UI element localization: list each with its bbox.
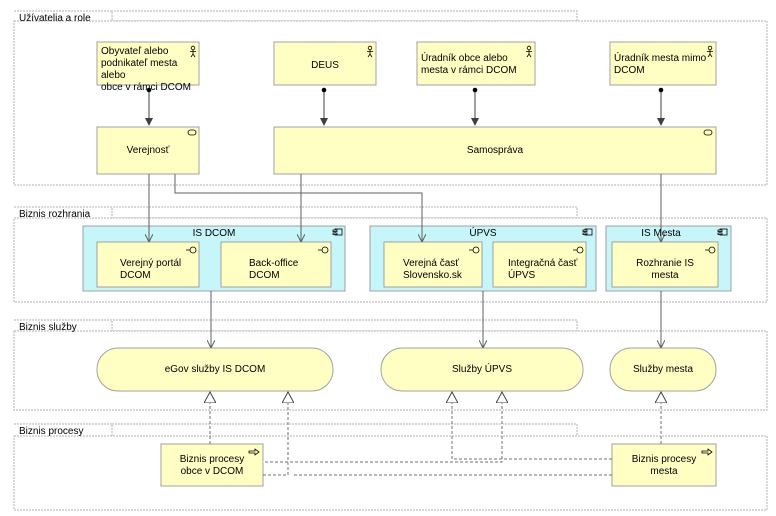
interface-city-label: Rozhranie IS mesta <box>636 258 694 281</box>
process-icon <box>248 448 713 456</box>
component-icon <box>332 228 728 236</box>
process-city-label: Biznis procesy mesta <box>631 454 697 477</box>
role-icon <box>187 129 713 136</box>
interface-city-box[interactable] <box>611 241 719 288</box>
actor-official-dcom-label: Úradník obce alebo mesta v rámci DCOM <box>421 53 517 76</box>
component-is-mesta-label: IS Mesta <box>641 228 681 239</box>
group-title-interfaces: Biznis rozhrania <box>19 209 91 220</box>
role-selfgov-box[interactable] <box>273 126 717 175</box>
service-egov-label: eGov služby IS DCOM <box>164 364 266 375</box>
actor-official-city-box[interactable] <box>609 41 717 86</box>
interface-back-office-label: Back-office DCOM <box>249 258 299 281</box>
service-connectors <box>211 291 661 347</box>
assignment-connectors <box>145 87 665 126</box>
service-city-label: Služby mesta <box>632 364 694 375</box>
role-public-label: Verejnosť <box>126 145 170 156</box>
actor-citizen-label: Obyvateľ alebo podnikateľ mesta alebo ob… <box>101 46 192 93</box>
interface-back-office-box[interactable] <box>220 241 332 288</box>
actor-official-city-label: Úradník mesta mimo DCOM <box>614 53 707 76</box>
interface-upvs-integration-label: Integračná časť ÚPVS <box>508 258 578 281</box>
interface-slovensko-label: Verejná časť Slovensko.sk <box>403 258 462 281</box>
actor-deus-box[interactable] <box>273 41 377 86</box>
interface-icon <box>186 246 716 254</box>
actor-deus-label: DEUS <box>311 60 339 71</box>
interface-slovensko-box[interactable] <box>383 241 483 288</box>
group-title-users: Užívatelia a role <box>19 13 91 24</box>
actor-citizen-box[interactable] <box>96 41 200 86</box>
role-public-box[interactable] <box>96 126 200 175</box>
group-title-processes: Biznis procesy <box>19 426 84 437</box>
process-dcom-box[interactable] <box>160 443 264 487</box>
service-upvs-box[interactable] <box>380 347 584 392</box>
process-dcom-label: Biznis procesy obce v DCOM <box>179 454 245 477</box>
interface-upvs-integration-box[interactable] <box>492 241 587 288</box>
actor-official-dcom-box[interactable] <box>416 41 536 86</box>
service-upvs-label: Služby ÚPVS <box>451 364 513 375</box>
actor-icon <box>190 45 713 58</box>
component-is-dcom-label: IS DCOM <box>192 228 236 239</box>
interface-public-portal-label: Verejný portál DCOM <box>120 258 182 281</box>
group-title-services: Biznis služby <box>19 322 77 333</box>
role-selfgov-label: Samospráva <box>466 145 524 156</box>
interface-public-portal-box[interactable] <box>96 241 200 288</box>
serving-connectors <box>149 174 661 241</box>
realization-connector-dcom-upvs <box>263 400 503 463</box>
process-city-box[interactable] <box>611 443 717 487</box>
component-upvs-label: ÚPVS <box>469 228 497 239</box>
